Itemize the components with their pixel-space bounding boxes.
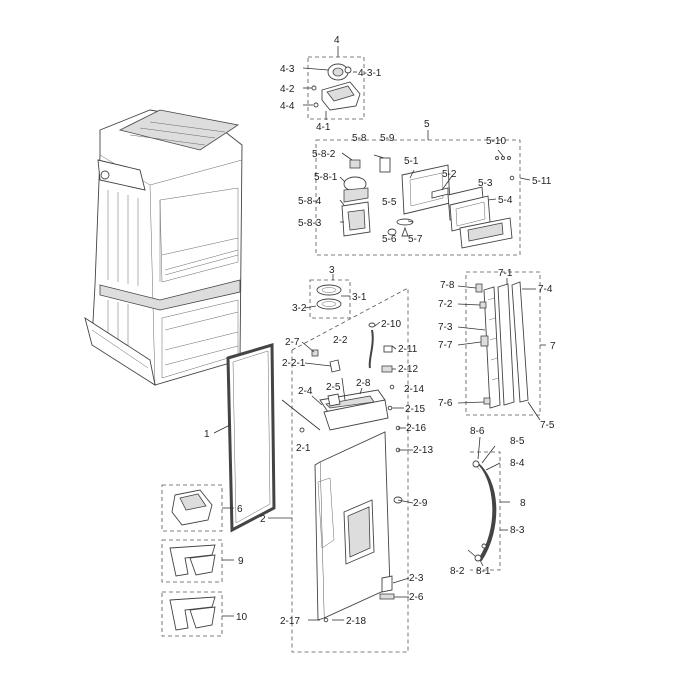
- part-1-door-gasket: [213, 342, 276, 533]
- label-7-5: 7-5: [540, 420, 555, 431]
- label-4-2: 4-2: [280, 84, 295, 95]
- label-4-3-1: 4-3-1: [358, 68, 382, 79]
- label-5-7: 5-7: [408, 234, 423, 245]
- label-2-2-1: 2-2-1: [282, 358, 306, 369]
- group-5-dispenser-assembly: [315, 130, 531, 256]
- label-7: 7: [550, 341, 556, 352]
- group-7-door-frame: [457, 271, 546, 421]
- label-2-12: 2-12: [398, 364, 418, 375]
- label-5-3: 5-3: [478, 178, 493, 189]
- refrigerator-cabinet: [84, 109, 243, 386]
- label-9: 9: [238, 556, 244, 567]
- label-2-1: 2-1: [296, 443, 311, 454]
- label-2-14: 2-14: [404, 384, 424, 395]
- label-2-13: 2-13: [413, 445, 433, 456]
- label-5: 5: [424, 119, 430, 130]
- label-4-1: 4-1: [316, 122, 331, 133]
- label-2-6: 2-6: [409, 592, 424, 603]
- label-2-7: 2-7: [285, 337, 300, 348]
- label-2-2: 2-2: [333, 335, 348, 346]
- label-2-8: 2-8: [356, 378, 371, 389]
- label-5-9: 5-9: [380, 133, 395, 144]
- label-6: 6: [237, 504, 243, 515]
- group-9-bin: [161, 539, 234, 583]
- label-8-1: 8-1: [476, 566, 491, 577]
- label-7-3: 7-3: [438, 322, 453, 333]
- label-2-5: 2-5: [326, 382, 341, 393]
- label-3-1: 3-1: [352, 292, 367, 303]
- label-7-1: 7-1: [498, 268, 513, 279]
- group-3-gasket-parts: [304, 274, 351, 319]
- group-6-bin: [161, 484, 234, 532]
- label-5-8-3: 5-8-3: [298, 218, 322, 229]
- label-2-11: 2-11: [398, 344, 418, 355]
- label-8-3: 8-3: [510, 525, 525, 536]
- label-2-18: 2-18: [346, 616, 366, 627]
- label-10: 10: [236, 612, 248, 623]
- label-5-1: 5-1: [404, 156, 419, 167]
- label-5-8-2: 5-8-2: [312, 149, 336, 160]
- label-4: 4: [334, 35, 340, 46]
- label-7-8: 7-8: [440, 280, 455, 291]
- label-2-15: 2-15: [405, 404, 425, 415]
- group-10-bin: [161, 591, 234, 637]
- label-5-5: 5-5: [382, 197, 397, 208]
- group-4-ice-maker-motor: [302, 46, 365, 120]
- label-2-16: 2-16: [406, 423, 426, 434]
- label-2-17: 2-17: [280, 616, 300, 627]
- label-4-3: 4-3: [280, 64, 295, 75]
- label-7-6: 7-6: [438, 398, 453, 409]
- label-1: 1: [204, 429, 210, 440]
- label-7-7: 7-7: [438, 340, 453, 351]
- label-7-2: 7-2: [438, 299, 453, 310]
- label-5-10: 5-10: [486, 136, 506, 147]
- group-2-door-assembly: [268, 287, 414, 653]
- label-5-11: 5-11: [532, 176, 552, 187]
- label-7-4: 7-4: [538, 284, 553, 295]
- label-3: 3: [329, 265, 335, 276]
- label-2: 2: [260, 514, 266, 525]
- label-8-5: 8-5: [510, 436, 525, 447]
- label-8-2: 8-2: [450, 566, 465, 577]
- label-5-8: 5-8: [352, 133, 367, 144]
- group-8-door-handle: [467, 436, 510, 571]
- label-2-3: 2-3: [409, 573, 424, 584]
- label-5-2: 5-2: [442, 169, 457, 180]
- label-2-4: 2-4: [298, 386, 313, 397]
- label-3-2: 3-2: [292, 303, 307, 314]
- label-2-9: 2-9: [413, 498, 428, 509]
- label-2-10: 2-10: [381, 319, 401, 330]
- label-4-4: 4-4: [280, 101, 295, 112]
- label-8: 8: [520, 498, 526, 509]
- label-5-8-1: 5-8-1: [314, 172, 338, 183]
- label-8-4: 8-4: [510, 458, 525, 469]
- part-labels: 4 4-3 4-3-1 4-2 4-4 4-1 5 5-8 5-9 5-10 5…: [204, 35, 556, 627]
- label-5-8-4: 5-8-4: [298, 196, 322, 207]
- label-5-6: 5-6: [382, 234, 397, 245]
- label-8-6: 8-6: [470, 426, 485, 437]
- label-5-4: 5-4: [498, 195, 513, 206]
